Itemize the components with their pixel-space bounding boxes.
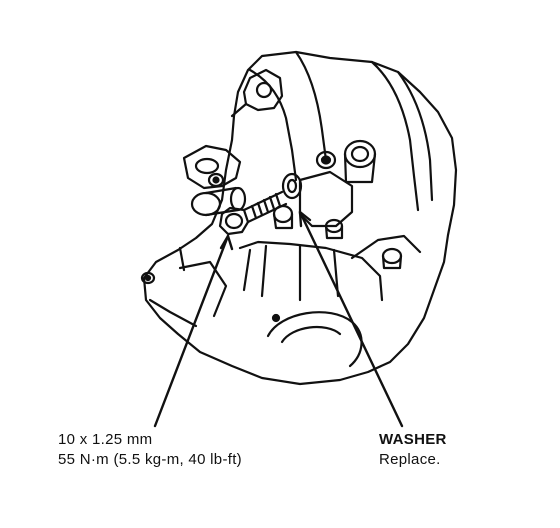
- leader-lines: [153, 210, 404, 428]
- washer-name-label: WASHER: [379, 431, 447, 448]
- washer-leader-line: [298, 210, 404, 428]
- housing-ribs: [148, 234, 422, 328]
- dowel-boss: [315, 139, 377, 184]
- washer-leader-arrow: [298, 210, 312, 228]
- housing-bolts: [140, 218, 403, 285]
- bolt-leader-arrow: [219, 234, 234, 251]
- mounting-bracket: [230, 68, 284, 118]
- bolt-size-label: 10 x 1.25 mm: [58, 431, 153, 448]
- threaded-boss: [272, 170, 354, 230]
- bolt-leader-line: [153, 234, 230, 428]
- cable-bracket: [182, 144, 242, 190]
- mounting-bolt: [218, 190, 288, 236]
- bolt-torque-label: 55 N·m (5.5 kg-m, 40 lb-ft): [58, 451, 242, 468]
- washer-note-label: Replace.: [379, 451, 441, 468]
- pipe-sleeve: [190, 186, 247, 217]
- sealing-washer: [281, 172, 303, 200]
- main-bore: [266, 311, 363, 368]
